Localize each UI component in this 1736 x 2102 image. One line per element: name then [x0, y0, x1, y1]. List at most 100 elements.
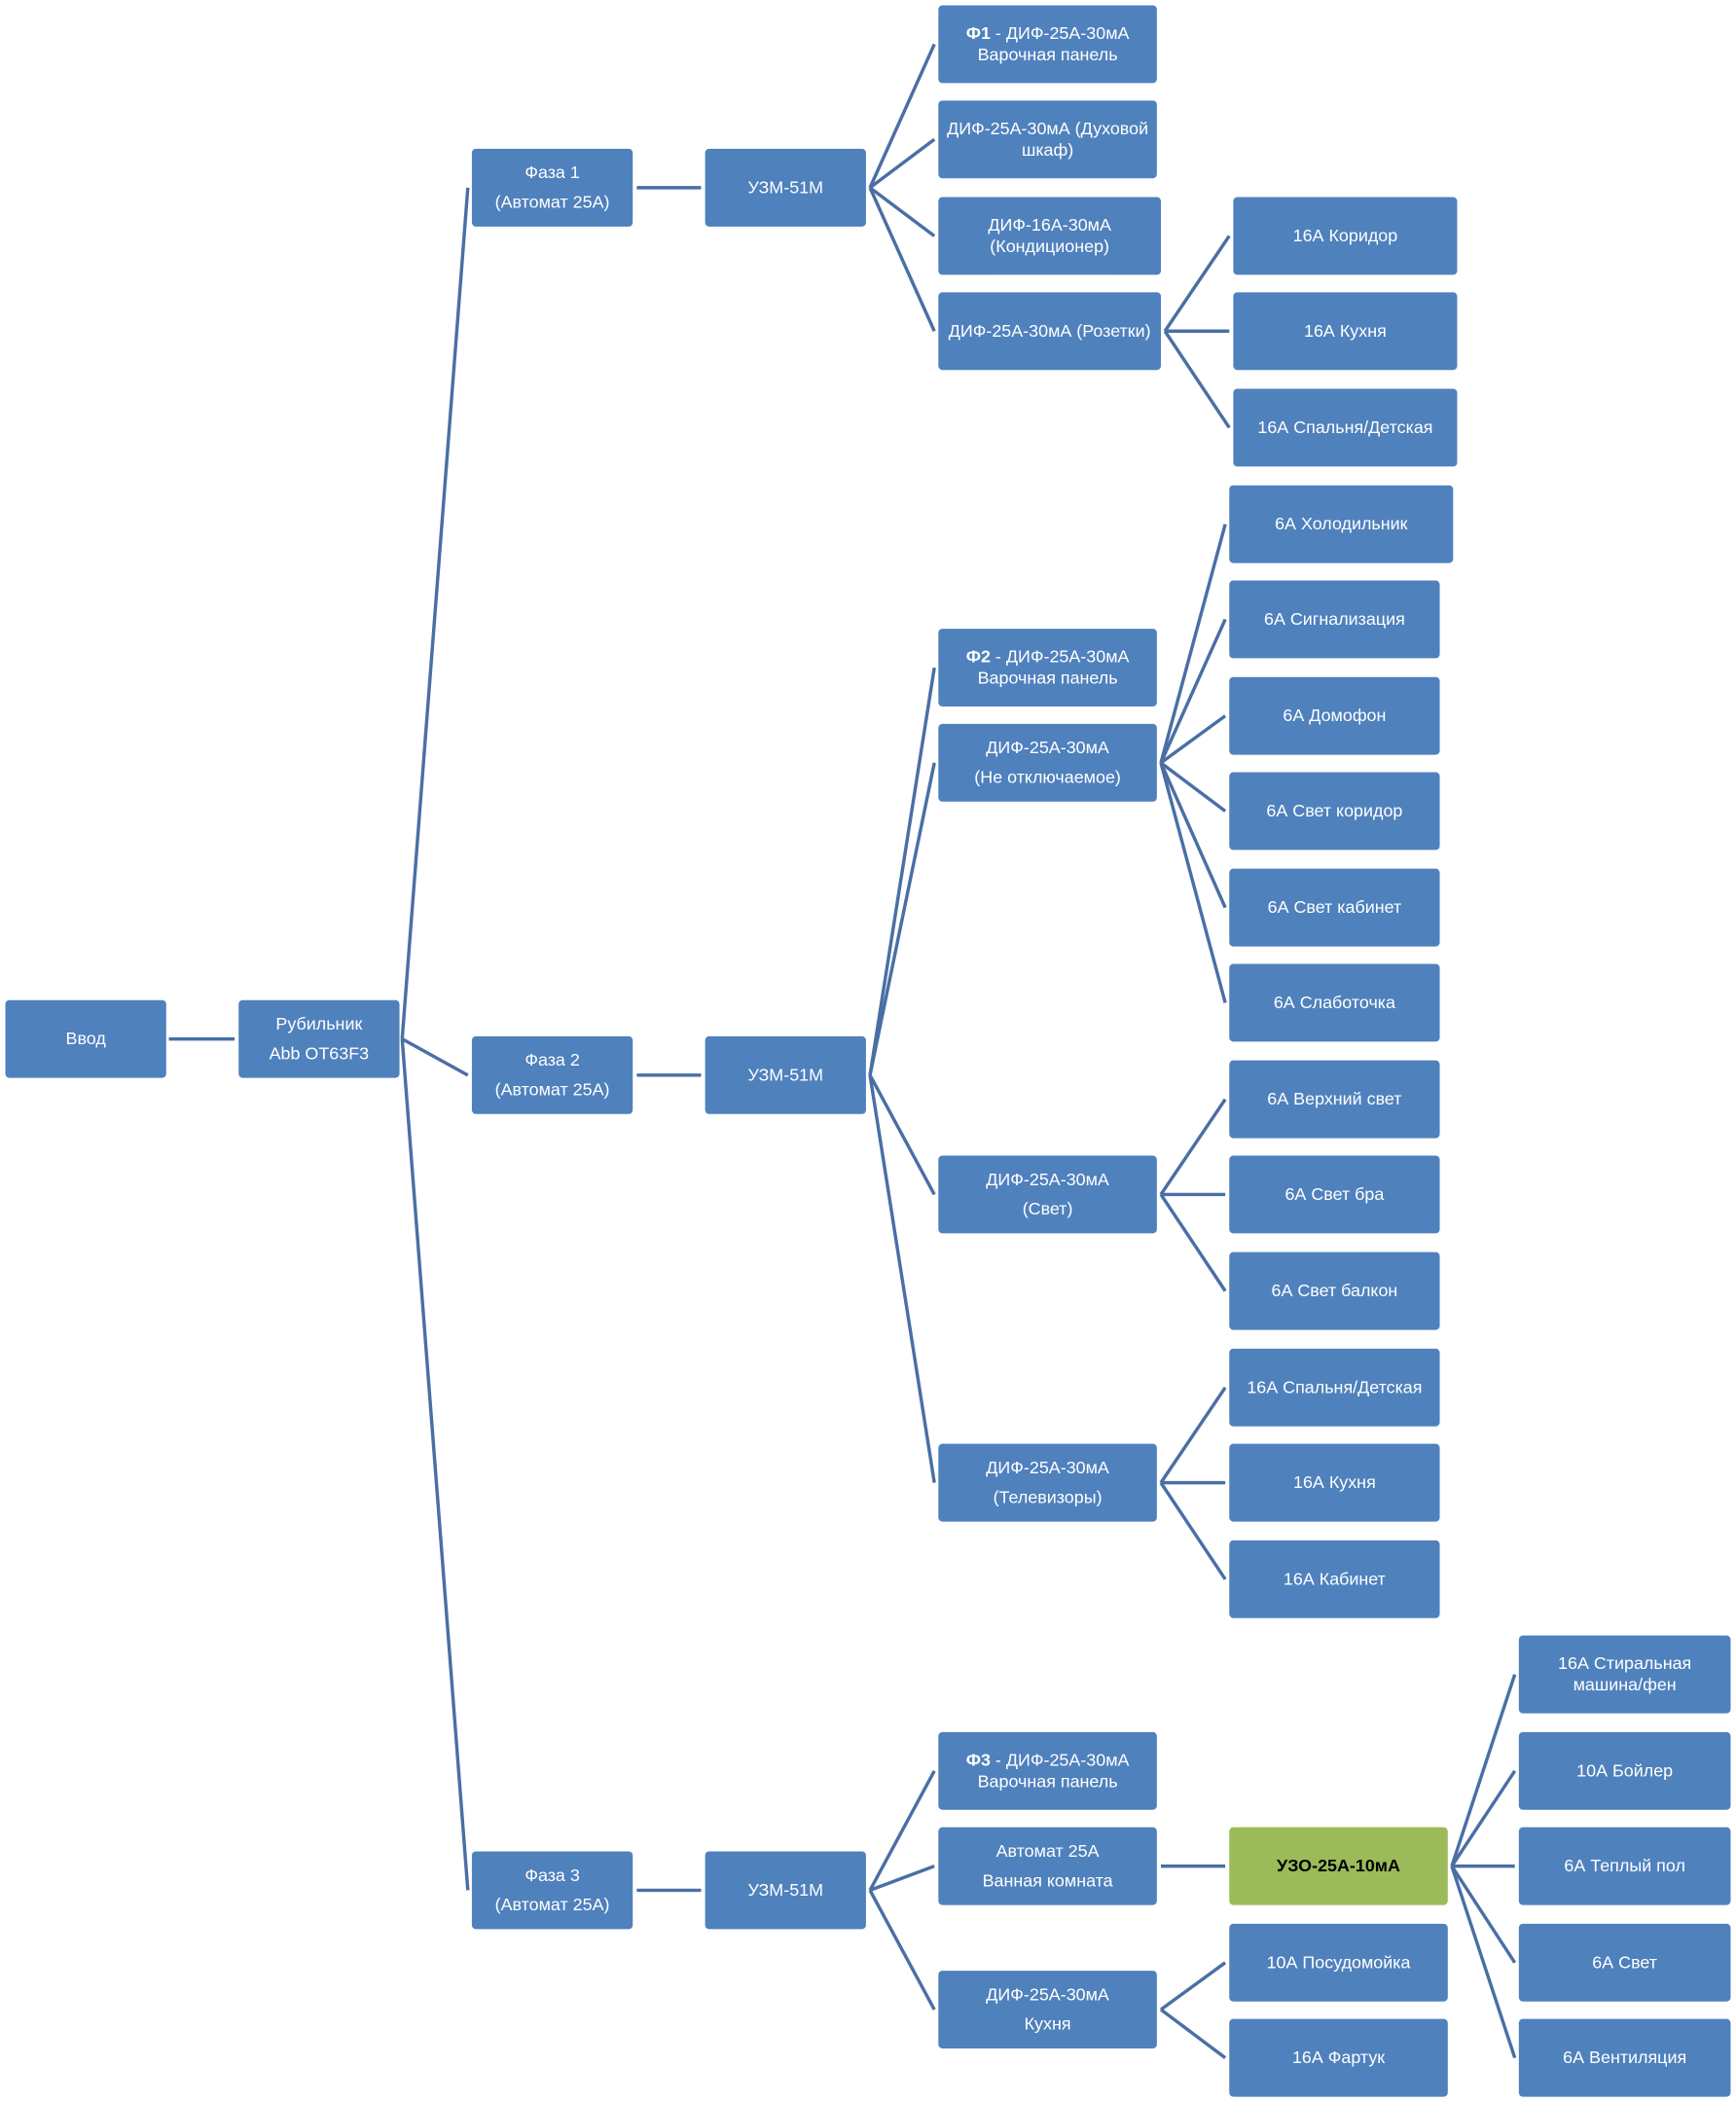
node-label: (Свет) — [1022, 1198, 1073, 1219]
node-label: 6А Свет — [1592, 1951, 1657, 1973]
node-leaf: 6А Свет — [1518, 1923, 1731, 2002]
node-tv: ДИФ-25А-30мА(Телевизоры) — [938, 1443, 1157, 1522]
node-label: - ДИФ-25А-30мА — [990, 646, 1130, 667]
connector-line — [868, 667, 936, 1076]
connector-line — [868, 1074, 936, 1196]
node-ac: ДИФ-16А-30мА(Кондиционер) — [938, 197, 1162, 275]
node-label: (Автомат 25А) — [494, 1078, 610, 1100]
node-non-disconnect: ДИФ-25А-30мА(Не отключаемое) — [938, 723, 1157, 802]
node-label: Кухня — [1024, 2013, 1071, 2034]
node-label: 16А Кабинет — [1283, 1568, 1386, 1589]
node-label: 6А Домофон — [1283, 705, 1387, 726]
node-label: 16А Кухня — [1292, 1471, 1376, 1493]
connector-line — [1159, 2008, 1227, 2059]
node-leaf: 16А Спальня/Детская — [1233, 388, 1458, 467]
node-leaf: 10А Бойлер — [1518, 1731, 1731, 1810]
node-label: УЗМ-51М — [747, 1879, 824, 1901]
connector-line — [400, 1038, 470, 1891]
node-label: ДИФ-25А-30мА — [986, 1983, 1109, 2005]
node-leaf: 16А Стиральная машина/фен — [1518, 1635, 1731, 1714]
node-leaf: 6А Свет коридор — [1229, 772, 1440, 851]
node-uzm-2: УЗМ-51М — [705, 1035, 866, 1114]
node-label: УЗМ-51М — [747, 176, 824, 198]
node-input: Ввод — [5, 999, 166, 1078]
connector-line — [868, 187, 936, 332]
node-label: 16А Спальня/Детская — [1247, 1376, 1423, 1397]
node-leaf: 6А Верхний свет — [1229, 1060, 1440, 1139]
connector-line — [1159, 524, 1227, 764]
connector-line — [869, 1865, 935, 1893]
connector-line — [868, 1074, 936, 1483]
node-leaf: 6А Сигнализация — [1229, 580, 1440, 659]
node-leaf: 16А Фартук — [1229, 2018, 1448, 2097]
node-label: ДИФ-25А-30мА — [986, 737, 1109, 758]
node-label: Автомат 25А — [995, 1840, 1100, 1862]
node-kitchen: ДИФ-25А-30мА Кухня — [938, 1971, 1157, 2048]
node-leaf: 6А Вентиляция — [1518, 2018, 1731, 2097]
node-label: 10А Посудомойка — [1266, 1951, 1411, 1973]
node-label: 6А Холодильник — [1275, 513, 1408, 534]
node-label: 16А Спальня/Детская — [1257, 417, 1433, 438]
node-label: 16А Коридор — [1292, 225, 1398, 246]
node-label: Варочная панель — [977, 44, 1118, 65]
connector-line — [1450, 1674, 1517, 1867]
node-label-bold: Ф1 — [965, 22, 991, 44]
node-leaf: 16А Кабинет — [1229, 1540, 1440, 1618]
node-label: Рубильник — [275, 1013, 363, 1034]
node-leaf: 6А Свет кабинет — [1229, 868, 1440, 947]
connector-line — [1159, 762, 1227, 909]
node-label: (Телевизоры) — [993, 1486, 1103, 1507]
node-label: ДИФ-25А-30мА (Духовой — [947, 118, 1149, 138]
node-label-bold: Ф2 — [965, 646, 991, 667]
node-uzo: УЗО-25А-10мА — [1229, 1827, 1448, 1905]
node-label: ДИФ-16А-30мА — [988, 214, 1111, 236]
node-label: 6А Теплый пол — [1564, 1855, 1685, 1876]
node-phase-2: Фаза 2 (Автомат 25А) — [471, 1035, 633, 1114]
node-label: ДИФ-25А-30мА (Розетки) — [948, 320, 1151, 341]
node-label: 16А Кухня — [1304, 320, 1387, 341]
connector-line — [1450, 1865, 1517, 1964]
node-label: шкаф) — [1021, 139, 1074, 160]
connector-line — [1159, 1386, 1227, 1484]
node-label: 10А Бойлер — [1576, 1759, 1674, 1781]
node-leaf: 6А Теплый пол — [1518, 1827, 1731, 1905]
node-leaf: 16А Кухня — [1233, 292, 1458, 371]
node-label: Варочная панель — [977, 668, 1118, 688]
connector-line — [1159, 762, 1227, 1003]
node-label: 16А Стиральная машина/фен — [1558, 1652, 1692, 1695]
node-uzm-3: УЗМ-51М — [705, 1851, 866, 1930]
connector-line — [868, 762, 936, 1076]
connector-line — [400, 187, 470, 1039]
node-label: (Кондиционер) — [990, 236, 1110, 257]
node-label: УЗМ-51М — [747, 1064, 824, 1085]
node-label: Фаза 1 — [524, 162, 580, 183]
node-uzm-1: УЗМ-51М — [705, 148, 866, 227]
node-label: Фаза 2 — [524, 1049, 580, 1070]
node-phase-3: Фаза 3(Автомат 25А) — [471, 1851, 633, 1930]
connector-line — [1159, 1961, 1227, 2011]
connector-line — [1159, 761, 1227, 813]
connector-line — [1159, 1098, 1227, 1196]
node-label: 6А Свет балкон — [1271, 1280, 1398, 1301]
node-leaf: 16А Коридор — [1233, 197, 1458, 275]
connector-line — [868, 43, 936, 189]
connector-line — [868, 1889, 936, 2011]
node-label: 6А Сигнализация — [1263, 608, 1405, 630]
node-leaf: 16А Кухня — [1229, 1443, 1440, 1522]
node-light: ДИФ-25А-30мА (Свет) — [938, 1155, 1157, 1234]
connector-line — [1159, 1193, 1227, 1292]
node-label: Abb OT63F3 — [269, 1042, 370, 1064]
node-label: (Автомат 25А) — [494, 1894, 610, 1915]
node-label: 6А Слаботочка — [1273, 992, 1395, 1013]
connector-line — [1450, 1866, 1517, 2059]
node-leaf: 6А Домофон — [1229, 676, 1440, 755]
node-label: ДИФ-25А-30мА — [986, 1169, 1109, 1189]
connector-line — [1450, 1769, 1517, 1867]
node-phase-1: Фаза 1(Автомат 25А) — [471, 148, 633, 227]
